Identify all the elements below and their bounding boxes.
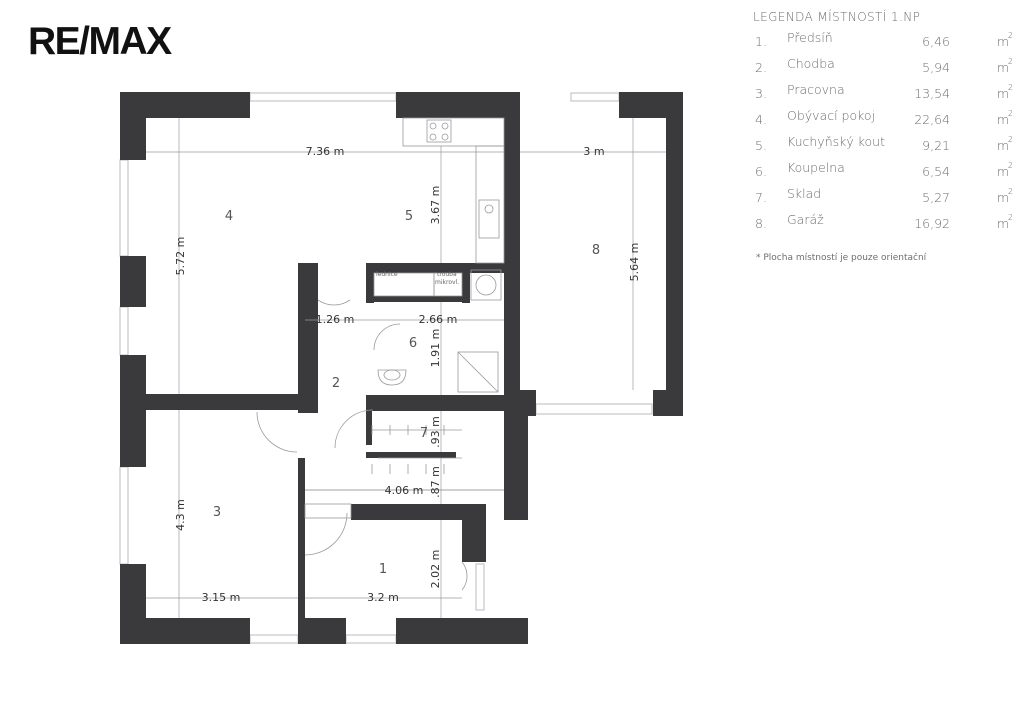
dim-garage-width: 3 m	[583, 145, 604, 158]
legend-room-name: Obývací pokoj	[787, 108, 876, 123]
walls	[120, 92, 683, 644]
legend-unit-exponent: 2	[1007, 213, 1013, 222]
room-number-3: 3	[213, 505, 221, 520]
dim-bath-width: 2.66 m	[419, 313, 458, 326]
dim-hall-width: 1.26 m	[316, 313, 355, 326]
legend-room-area: 6,46	[922, 34, 950, 49]
legend-room-name: Koupelna	[787, 160, 845, 175]
legend-number: 3.	[755, 86, 767, 101]
room-number-5: 5	[405, 209, 413, 224]
legend-number: 2.	[755, 60, 767, 75]
legend-unit: m	[996, 112, 1009, 127]
dim-corridor-width: 4.06 m	[385, 484, 424, 497]
dim-garage-height: 5.64 m	[628, 243, 641, 282]
legend-room-area: 16,92	[914, 216, 950, 231]
label-oven: trouba	[437, 271, 457, 278]
legend-unit: m	[996, 190, 1009, 205]
legend-unit-exponent: 2	[1007, 57, 1013, 66]
legend-unit-exponent: 2	[1007, 135, 1013, 144]
legend-number: 8.	[755, 216, 767, 231]
dim-corridor-height: .87 m	[429, 466, 442, 498]
legend-number: 1.	[755, 34, 767, 49]
label-microwave: mikrovl.	[435, 279, 459, 286]
legend-title: LEGENDA MÍSTNOSTÍ 1.NP	[753, 10, 921, 24]
dim-entry-height: 2.02 m	[429, 550, 442, 589]
dim-living-width: 7.36 m	[306, 145, 345, 158]
legend-room-name: Garáž	[787, 212, 824, 227]
legend-note: * Plocha místností je pouze orientační	[756, 253, 927, 263]
dimension-lines	[146, 118, 666, 618]
legend-unit: m	[996, 164, 1009, 179]
legend-unit-exponent: 2	[1007, 83, 1013, 92]
legend-room-name: Kuchyňský kout	[787, 134, 885, 149]
legend-room-area: 5,27	[922, 190, 950, 205]
legend-room-area: 9,21	[922, 138, 950, 153]
legend-unit-exponent: 2	[1007, 31, 1013, 40]
dim-entry-width: 3.2 m	[367, 591, 399, 604]
windows	[119, 92, 653, 644]
legend-unit-exponent: 2	[1007, 109, 1013, 118]
dim-study-height: 4.3 m	[174, 499, 187, 531]
legend-unit: m	[996, 34, 1009, 49]
dim-living-height: 5.72 m	[174, 237, 187, 276]
legend-room-area: 13,54	[914, 86, 950, 101]
room-number-8: 8	[592, 243, 600, 258]
legend-room-name: Chodba	[787, 56, 835, 71]
legend-unit-exponent: 2	[1007, 187, 1013, 196]
legend-unit: m	[996, 60, 1009, 75]
dim-bath-height: 1.91 m	[429, 329, 442, 368]
legend-unit: m	[996, 138, 1009, 153]
legend-room-name: Předsíň	[787, 30, 833, 45]
remax-logo: RE/MAX	[28, 20, 172, 63]
dim-storage-height: .93 m	[429, 416, 442, 448]
legend-number: 6.	[755, 164, 767, 179]
legend-number: 5.	[755, 138, 767, 153]
room-number-6: 6	[409, 336, 417, 351]
legend-unit: m	[996, 216, 1009, 231]
legend-unit-exponent: 2	[1007, 161, 1013, 170]
room-number-7: 7	[420, 426, 428, 441]
legend-number: 4.	[755, 112, 767, 127]
dim-kitchen-depth: 3.67 m	[429, 186, 442, 225]
room-number-1: 1	[379, 562, 387, 577]
legend-unit: m	[996, 86, 1009, 101]
label-fridge: lednice	[376, 271, 398, 278]
legend-room-name: Pracovna	[787, 82, 845, 97]
legend-room-area: 6,54	[922, 164, 950, 179]
legend-number: 7.	[755, 190, 767, 205]
room-number-4: 4	[225, 209, 233, 224]
legend-room-area: 5,94	[922, 60, 950, 75]
legend-room-name: Sklad	[787, 186, 822, 201]
legend-room-area: 22,64	[914, 112, 950, 127]
room-number-2: 2	[332, 376, 340, 391]
dim-study-width: 3.15 m	[202, 591, 241, 604]
